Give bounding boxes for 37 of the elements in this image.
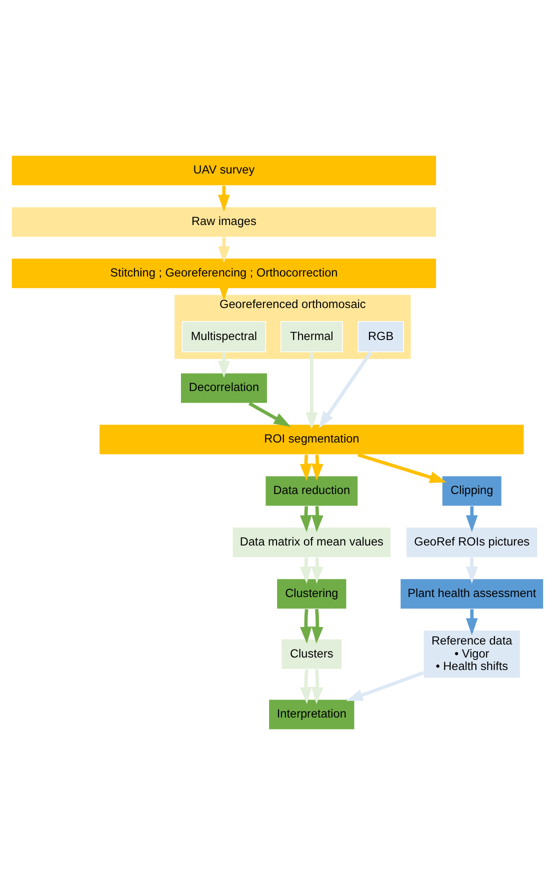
node-box: Clipping xyxy=(442,474,502,506)
arrow xyxy=(312,506,324,532)
arrow xyxy=(300,668,312,704)
node-box: Interpretation xyxy=(268,698,356,730)
node-box: Data reduction xyxy=(264,474,358,506)
node-box: GeoRef ROIs pictures xyxy=(406,526,538,558)
node-box: Raw images xyxy=(11,206,437,238)
arrow xyxy=(306,352,318,429)
arrow xyxy=(218,236,230,263)
node-box: Decorrelation xyxy=(180,372,268,404)
node-box: Clusters xyxy=(280,638,342,670)
arrow xyxy=(300,454,312,480)
arrow xyxy=(300,608,312,644)
arrow xyxy=(311,668,324,704)
arrow xyxy=(300,506,312,532)
node-box: Multispectral xyxy=(182,320,266,352)
node-box: ROI segmentation xyxy=(98,423,525,455)
arrow xyxy=(312,557,324,584)
arrow xyxy=(300,557,312,584)
arrow xyxy=(218,185,230,212)
arrow xyxy=(466,557,478,584)
arrow xyxy=(248,401,291,426)
arrow xyxy=(312,454,324,480)
arrow xyxy=(346,670,424,701)
arrow xyxy=(311,608,324,644)
node-box: Reference data • Vigor • Health shifts xyxy=(422,629,521,678)
arrow xyxy=(466,608,478,635)
arrow xyxy=(318,350,372,428)
node-box: RGB xyxy=(358,320,404,352)
node-box: Data matrix of mean values xyxy=(232,526,392,558)
node-box: Plant health assessment xyxy=(400,578,544,609)
node-box: Thermal xyxy=(280,320,343,352)
arrow xyxy=(466,506,478,532)
arrow xyxy=(358,452,447,482)
arrow xyxy=(218,351,230,378)
node-box: Clustering xyxy=(276,578,348,609)
node-box: UAV survey xyxy=(11,154,437,186)
